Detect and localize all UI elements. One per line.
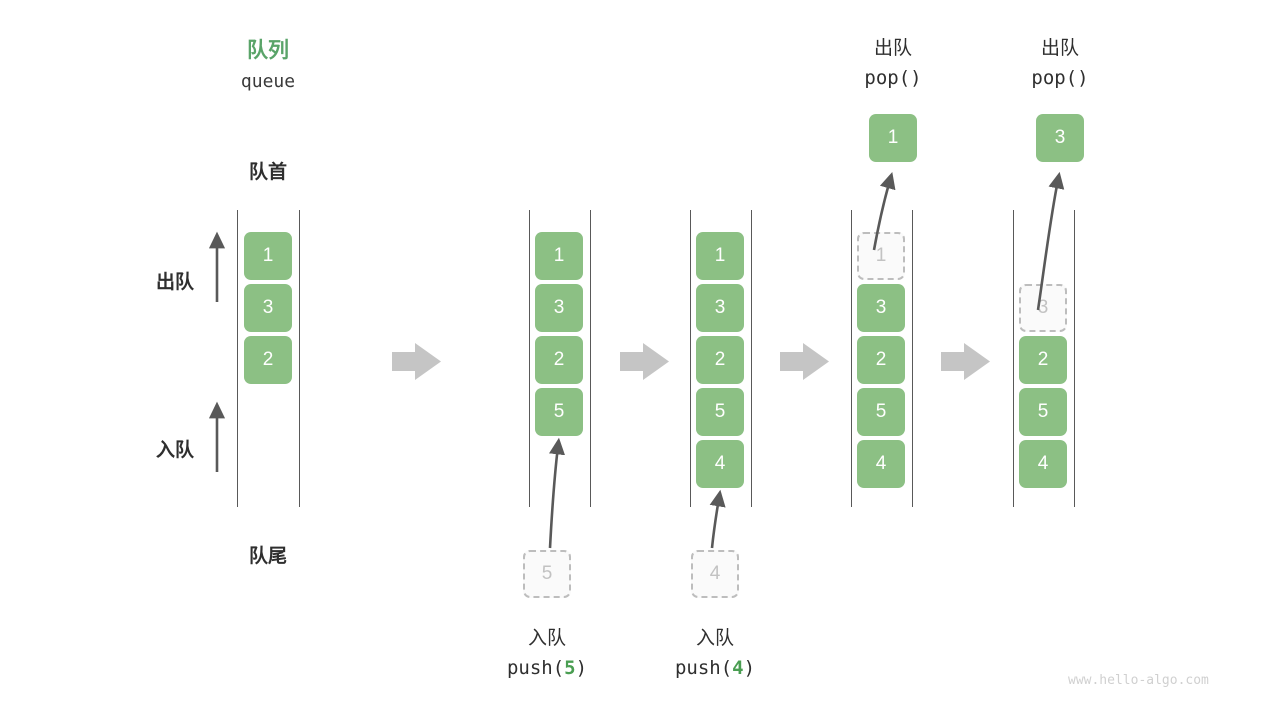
queue-cell: 2 [244, 336, 292, 384]
pop-op-suffix: ) [1077, 67, 1089, 89]
pop-op-label-cn: 出队 [873, 38, 912, 59]
push-op-prefix: push( [506, 657, 565, 679]
queue-rail-right-5 [1074, 210, 1075, 507]
queue-cell: 5 [1019, 388, 1067, 436]
transition-arrow-3 [780, 343, 829, 380]
queue-rear-label: 队尾 [248, 546, 287, 567]
pop-op-prefix: pop( [1031, 67, 1078, 89]
queue-rail-left-5 [1013, 210, 1014, 507]
queue-cell: 1 [696, 232, 744, 280]
queue-front-label: 队首 [248, 162, 287, 183]
popped-value-cell: 3 [1036, 114, 1084, 162]
queue-cell: 2 [696, 336, 744, 384]
push-4-arrow [709, 489, 726, 549]
queue-rail-right-2 [590, 210, 591, 507]
queue-cell: 1 [244, 232, 292, 280]
transition-arrow-4 [941, 343, 990, 380]
queue-cell: 5 [696, 388, 744, 436]
pop-op-label-code: pop() [813, 67, 973, 89]
dequeue-direction-label: 出队 [155, 272, 194, 293]
push-op-label-cn: 入队 [527, 628, 566, 649]
queue-cell: 2 [535, 336, 583, 384]
pop-op-suffix: ) [910, 67, 922, 89]
pop-op-prefix: pop( [864, 67, 911, 89]
push-op-value: 5 [564, 657, 576, 679]
push-op-prefix: push( [674, 657, 733, 679]
queue-cell: 3 [244, 284, 292, 332]
queue-cell: 3 [696, 284, 744, 332]
queue-rail-right-1 [299, 210, 300, 507]
queue-cell: 2 [1019, 336, 1067, 384]
queue-cell: 2 [857, 336, 905, 384]
queue-rail-right-4 [912, 210, 913, 507]
queue-cell: 3 [857, 284, 905, 332]
queue-cell: 4 [857, 440, 905, 488]
pending-push-cell: 5 [523, 550, 571, 598]
queue-cell: 4 [696, 440, 744, 488]
pop-op-label-cn: 出队 [1040, 38, 1079, 59]
popped-value-cell: 1 [869, 114, 917, 162]
push-op-value: 4 [732, 657, 744, 679]
queue-cell: 5 [535, 388, 583, 436]
enqueue-direction-label: 入队 [155, 440, 194, 461]
popped-ghost-cell: 1 [857, 232, 905, 280]
queue-cell: 3 [535, 284, 583, 332]
queue-cell: 5 [857, 388, 905, 436]
queue-rail-left-4 [851, 210, 852, 507]
diagram-title-en: queue [240, 71, 296, 92]
push-5-arrow [548, 437, 566, 549]
transition-arrow-2 [620, 343, 669, 380]
push-op-suffix: ) [575, 657, 588, 679]
queue-rail-left-3 [690, 210, 691, 507]
popped-ghost-cell: 3 [1019, 284, 1067, 332]
transition-arrow-1 [392, 343, 441, 380]
queue-cell: 4 [1019, 440, 1067, 488]
diagram-title-cn: 队列 [247, 39, 289, 62]
push-op-label-code: push(4) [635, 657, 795, 679]
queue-rail-right-3 [751, 210, 752, 507]
queue-rail-left-1 [237, 210, 238, 507]
push-op-label-cn: 入队 [695, 628, 734, 649]
pop-op-label-code: pop() [980, 67, 1140, 89]
pending-push-cell: 4 [691, 550, 739, 598]
queue-rail-left-2 [529, 210, 530, 507]
queue-cell: 1 [535, 232, 583, 280]
site-watermark: www.hello-algo.com [1068, 673, 1209, 688]
push-op-label-code: push(5) [467, 657, 627, 679]
push-op-suffix: ) [743, 657, 756, 679]
